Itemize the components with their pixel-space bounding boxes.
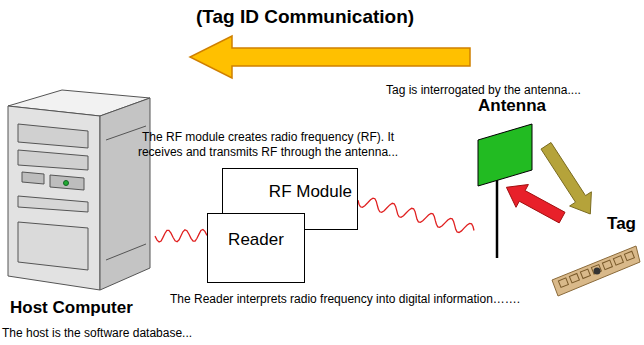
tag-chip: [594, 268, 601, 275]
node-label: Antenna: [478, 96, 546, 116]
note: The RF module creates radio frequency (R…: [118, 130, 418, 160]
node-label: Reader: [228, 230, 284, 250]
tag-coil: [580, 269, 590, 278]
antenna-pole: [496, 180, 499, 258]
tag-coil: [558, 278, 568, 287]
note: The host is the software database...: [2, 326, 192, 341]
signal-arrow: [506, 185, 565, 223]
title: (Tag ID Communication): [196, 6, 414, 28]
antenna-symbol: [474, 96, 546, 262]
signal-arrow: [541, 143, 591, 215]
antenna-panel: [478, 124, 532, 186]
rf-wave: [155, 230, 207, 243]
tag-coil: [591, 265, 601, 274]
computer-tower: [8, 90, 150, 290]
rf-wave: [358, 198, 474, 232]
node-label: RF Module: [269, 182, 352, 202]
node-label: Tag: [607, 214, 636, 234]
communication-arrow: [190, 36, 470, 78]
tag-coil: [624, 251, 634, 260]
note: The Reader interprets radio frequency in…: [170, 292, 520, 307]
tag-coil: [569, 273, 579, 282]
host-computer: Host Computer: [2, 88, 155, 322]
tag: Tag: [548, 214, 642, 304]
antenna: Antenna: [474, 96, 546, 262]
tag-coil: [613, 256, 623, 265]
reader-box: Reader: [207, 213, 305, 283]
node-label: Host Computer: [10, 298, 133, 318]
tag-body: [552, 246, 640, 296]
tag-coil: [602, 260, 612, 269]
note: Tag is interrogated by the antenna....: [386, 83, 581, 98]
